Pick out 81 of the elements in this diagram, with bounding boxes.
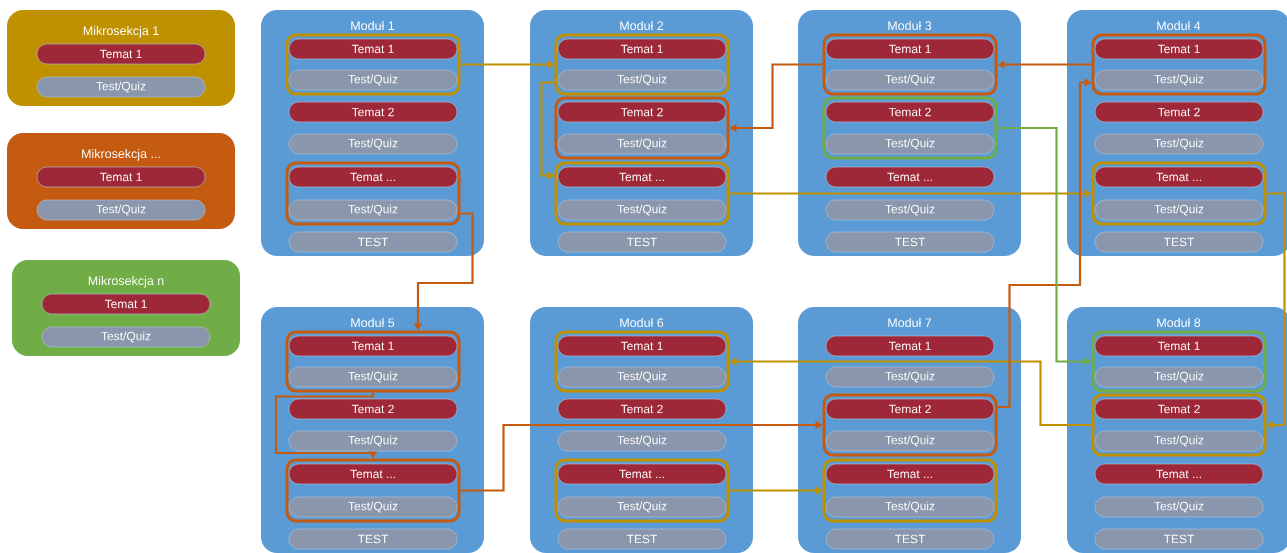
label-pill: Test/Quiz <box>825 69 995 91</box>
highlight-frame <box>554 33 730 96</box>
label-pill: Test/Quiz <box>41 326 211 348</box>
label-pill: Temat ... <box>1094 166 1264 188</box>
highlight-frame <box>1091 330 1267 393</box>
label-pill: Temat ... <box>825 463 995 485</box>
label-pill: TEST <box>557 231 727 253</box>
label-pill: Test/Quiz <box>557 430 727 452</box>
label-pill: Test/Quiz <box>288 430 458 452</box>
label-pill: TEST <box>825 528 995 550</box>
label-pill: Temat 1 <box>825 38 995 60</box>
highlight-frame <box>285 161 461 226</box>
label-pill: Test/Quiz <box>36 76 206 98</box>
label-pill: Temat 2 <box>288 101 458 123</box>
label-pill: Temat 1 <box>557 38 727 60</box>
highlight-frame <box>285 33 461 96</box>
label-pill: Test/Quiz <box>1094 366 1264 388</box>
label-pill: TEST <box>1094 528 1264 550</box>
highlight-frame <box>554 96 730 160</box>
label-pill: Temat 1 <box>825 335 995 357</box>
label-pill: Temat 2 <box>288 398 458 420</box>
label-pill: Temat 2 <box>557 101 727 123</box>
arrow <box>1266 192 1286 430</box>
label-pill: Temat 1 <box>288 38 458 60</box>
label-pill: Test/Quiz <box>288 199 458 221</box>
highlight-frame <box>285 458 461 523</box>
highlight-frame <box>822 33 998 96</box>
label-pill: Test/Quiz <box>557 133 727 155</box>
label-pill: Test/Quiz <box>825 430 995 452</box>
label-pill: TEST <box>1094 231 1264 253</box>
label-pill: Temat 1 <box>557 335 727 357</box>
label-pill: Test/Quiz <box>825 496 995 518</box>
label-pill: Test/Quiz <box>1094 133 1264 155</box>
label-pill: Temat 1 <box>36 43 206 65</box>
label-pill: Temat ... <box>557 463 727 485</box>
label-pill: Test/Quiz <box>36 199 206 221</box>
label-pill: Temat ... <box>288 463 458 485</box>
highlight-frame <box>822 458 998 523</box>
label-pill: Temat 1 <box>1094 38 1264 60</box>
label-pill: Test/Quiz <box>825 366 995 388</box>
label-pill: Test/Quiz <box>288 496 458 518</box>
label-pill: Test/Quiz <box>825 133 995 155</box>
highlight-frame <box>285 330 461 393</box>
label-pill: Temat 2 <box>1094 101 1264 123</box>
highlight-frame <box>1091 161 1267 226</box>
label-pill: Temat ... <box>1094 463 1264 485</box>
label-pill: TEST <box>288 528 458 550</box>
arrow <box>540 81 555 180</box>
label-pill: Temat ... <box>557 166 727 188</box>
label-pill: TEST <box>557 528 727 550</box>
label-pill: Test/Quiz <box>557 496 727 518</box>
label-pill: Test/Quiz <box>825 199 995 221</box>
label-pill: Temat 1 <box>36 166 206 188</box>
highlight-frame <box>1091 393 1267 457</box>
label-pill: Test/Quiz <box>288 133 458 155</box>
highlight-frame <box>1091 33 1267 96</box>
label-pill: Test/Quiz <box>557 69 727 91</box>
highlight-frame <box>554 458 730 523</box>
highlight-frame <box>554 330 730 393</box>
label-pill: Test/Quiz <box>1094 199 1264 221</box>
label-pill: Temat 1 <box>41 293 211 315</box>
label-pill: Temat ... <box>825 166 995 188</box>
label-pill: TEST <box>825 231 995 253</box>
label-pill: Test/Quiz <box>1094 496 1264 518</box>
label-pill: Test/Quiz <box>1094 430 1264 452</box>
label-pill: Temat 2 <box>825 101 995 123</box>
label-pill: Test/Quiz <box>557 366 727 388</box>
highlight-frame <box>822 96 998 160</box>
highlight-frame <box>822 393 998 457</box>
label-pill: Test/Quiz <box>288 366 458 388</box>
label-pill: TEST <box>288 231 458 253</box>
label-pill: Temat 2 <box>825 398 995 420</box>
label-pill: Temat ... <box>288 166 458 188</box>
label-pill: Test/Quiz <box>288 69 458 91</box>
label-pill: Temat 1 <box>288 335 458 357</box>
highlight-frame <box>554 161 730 226</box>
label-pill: Temat 1 <box>1094 335 1264 357</box>
label-pill: Temat 2 <box>557 398 727 420</box>
label-pill: Test/Quiz <box>1094 69 1264 91</box>
label-pill: Test/Quiz <box>557 199 727 221</box>
label-pill: Temat 2 <box>1094 398 1264 420</box>
